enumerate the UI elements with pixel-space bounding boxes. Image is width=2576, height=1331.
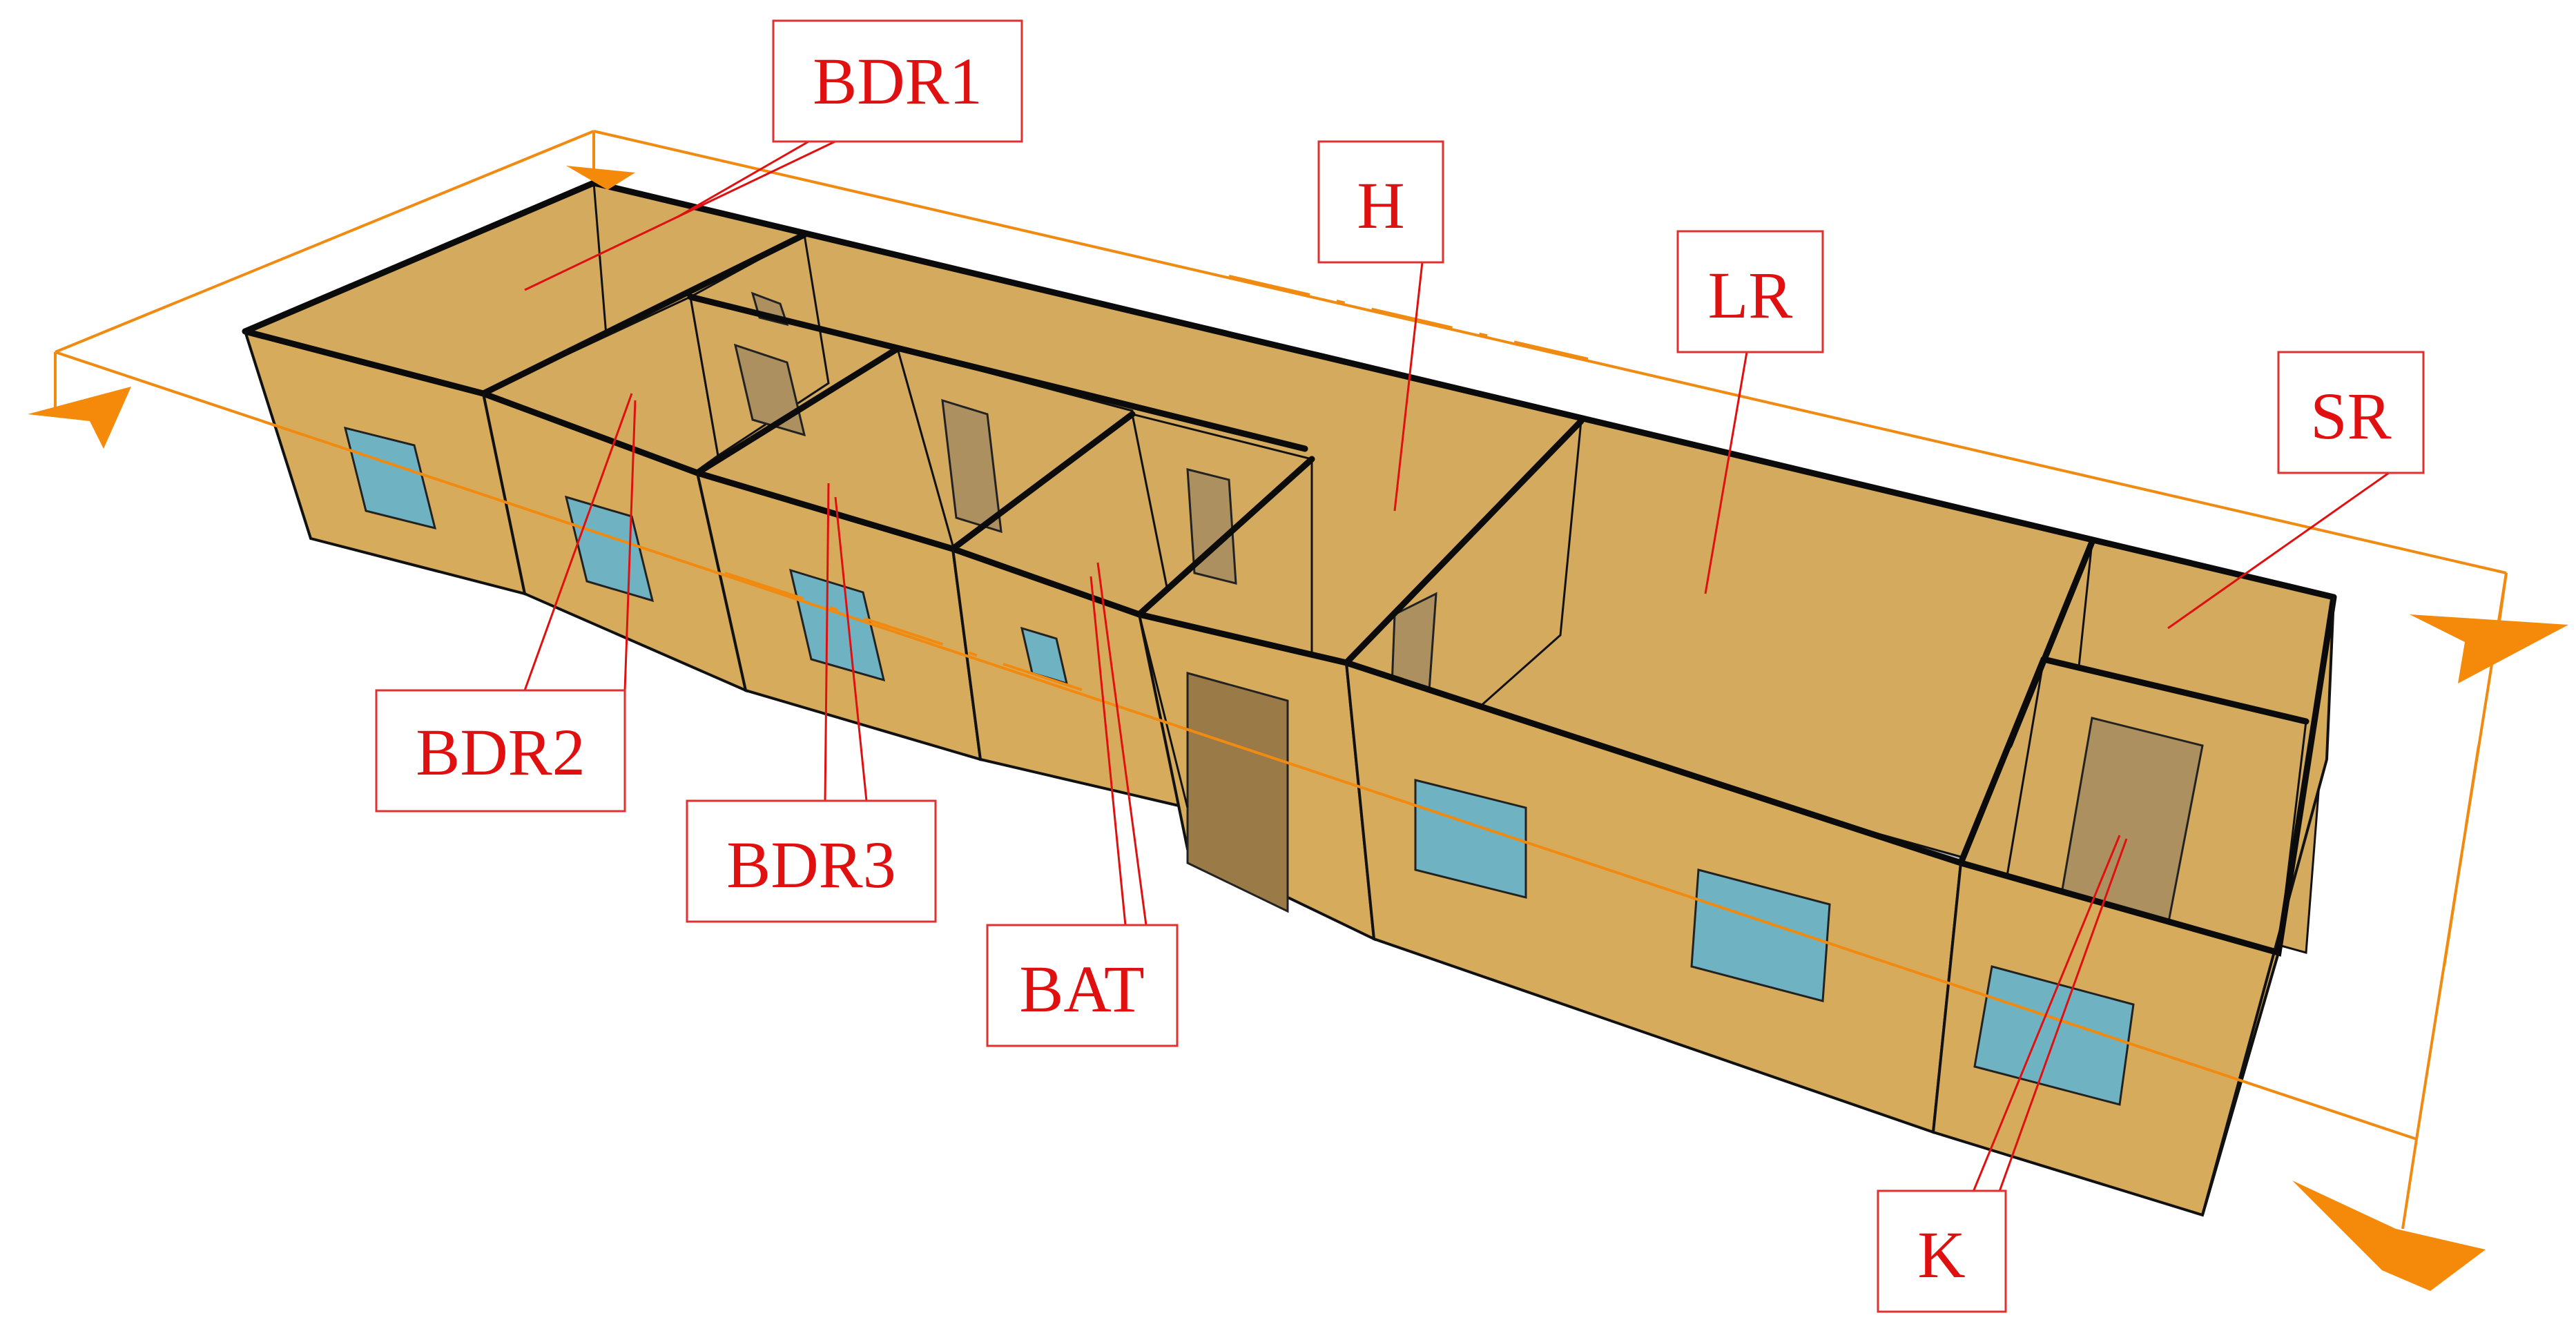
bdr1-window [343,426,437,530]
label-sr: SR [2277,351,2425,474]
label-k-text: K [1917,1218,1965,1292]
label-k: K [1877,1189,2007,1313]
label-lr: LR [1676,230,1824,353]
label-bdr1: BDR1 [772,19,1023,143]
label-bdr2-text: BDR2 [416,715,585,789]
wall-corner-lines [244,331,2335,1216]
kitchen-window [1973,965,2135,1106]
label-bat-text: BAT [1019,952,1144,1026]
orange-arrowhead-icon [566,166,635,190]
front-entrance-door [1186,672,1289,913]
interior-doors [733,291,2204,926]
bat-door [1186,468,1237,585]
label-bdr2: BDR2 [375,689,626,813]
lr-window-2 [1690,868,1831,1002]
bdr3-window [788,568,886,682]
bdr3-door [941,398,1003,534]
label-bdr3: BDR3 [686,799,937,923]
label-bdr3-text: BDR3 [726,828,895,902]
orange-arrowhead-icon [2410,614,2568,683]
orange-arrowhead-icon [28,387,131,449]
label-sr-text: SR [2310,379,2391,453]
label-lr-text: LR [1708,258,1793,332]
windows [343,426,2135,1106]
label-bat: BAT [986,924,1179,1047]
axis-arrowheads [28,166,2568,1291]
bdr2-door [733,343,806,437]
orange-arrowhead-icon [2292,1181,2486,1291]
orange-reference-frame [54,130,2507,574]
label-bdr1-text: BDR1 [813,44,982,118]
label-leader-lines [523,137,2390,1223]
label-h: H [1317,140,1444,264]
lr-window-1 [1414,779,1527,899]
label-h-text: H [1357,168,1404,242]
orange-reference-frame-front [55,351,2508,1230]
